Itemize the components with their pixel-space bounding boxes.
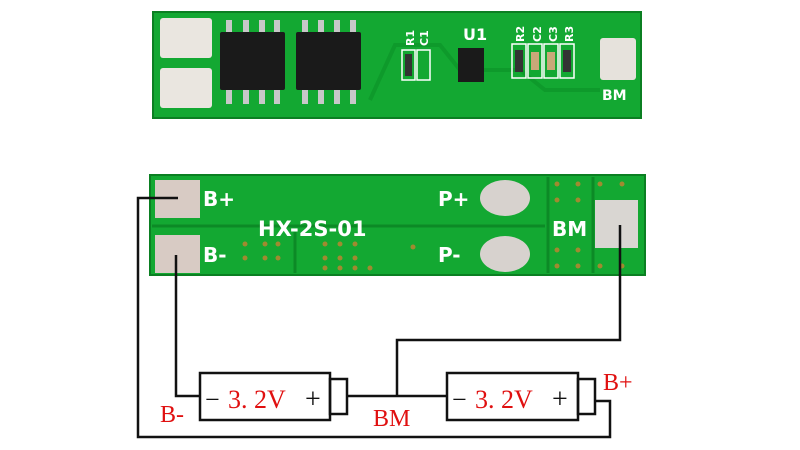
label-p-plus: P+ [438,187,469,211]
wire-b-minus [174,255,200,398]
label-r1: R1 [404,30,417,46]
ic-u1 [458,48,484,82]
wiring [136,196,622,439]
pad-top-1 [160,18,212,58]
model-label: HX-2S-01 [258,217,366,241]
top-board: R1 C1 U1 R2 C2 C3 R3 BM [152,11,642,119]
label-u1: U1 [463,25,487,44]
label-c1: C1 [418,30,431,46]
pad-bm [595,200,638,248]
wire-label-bm: BM [373,406,410,432]
cell-1-voltage: 3. 2V [228,385,286,414]
label-b-minus: B- [203,243,227,267]
label-bm: BM [552,217,587,241]
pad-p-plus [480,180,530,216]
cell-1-neg: − [205,385,220,414]
mosfet-chip-1 [220,20,285,104]
label-b-plus: B+ [203,187,235,211]
label-c3: C3 [547,26,560,42]
cell-2-cap [576,377,597,416]
cell-1-cap [328,377,349,416]
vias [242,181,625,271]
cell-2-neg: − [452,385,467,414]
cell-2-pos: + [552,384,568,415]
cell-1-pos: + [305,384,321,415]
wire-label-b-minus: B- [160,402,184,428]
label-c2: C2 [531,26,544,42]
cell-2: − 3. 2V + [452,384,568,415]
label-top-bm: BM [602,88,627,104]
pad-top-bm [600,38,636,80]
wire-label-b-plus: B+ [603,370,633,396]
wire-b-plus [136,196,612,439]
label-p-minus: P- [438,243,461,267]
bottom-board: B+ B- HX-2S-01 P+ P- BM [149,174,646,276]
pad-b-minus [155,235,200,273]
label-r2: R2 [514,26,527,42]
cell-2-voltage: 3. 2V [475,385,533,414]
cell-1: − 3. 2V + [205,384,321,415]
pad-top-2 [160,68,212,108]
label-r3: R3 [563,26,576,42]
pad-p-minus [480,236,530,272]
wire-bm [395,225,622,396]
mosfet-chip-2 [296,20,361,104]
